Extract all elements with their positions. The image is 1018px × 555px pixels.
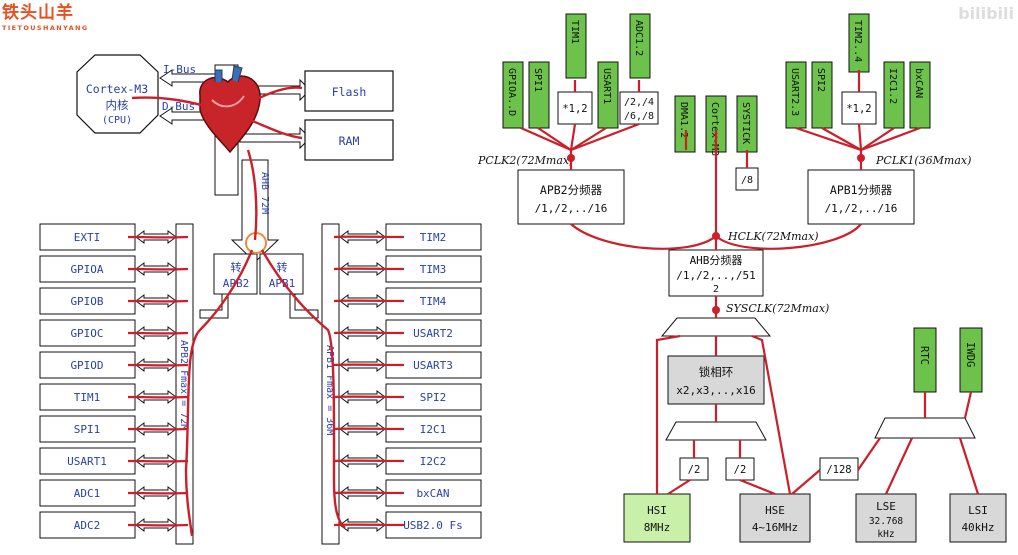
apb2-prescaler-2: /1,/2,../16 — [535, 202, 608, 215]
apb2-peripheral-label: GPIOC — [70, 327, 103, 340]
lse-label-3: kHz — [877, 529, 894, 540]
flash-label: Flash — [332, 85, 367, 99]
ahb-top-peripheral-label: SYSTICK — [740, 102, 751, 144]
apb1-top-peripheral-label: bxCAN — [913, 68, 924, 98]
apb2-peripheral-label: TIM1 — [74, 391, 101, 404]
ibus-label: I-Bus — [163, 63, 196, 76]
apb2-peripheral-list: EXTI GPIOA GPIOB GPIOC GPIOD TIM1SPI1USART1AD… — [40, 224, 176, 538]
div-128: /128 — [826, 464, 851, 476]
rtc-mux — [875, 418, 975, 438]
lsi-label-2: 40kHz — [961, 521, 994, 534]
lsi-label-1: LSI — [968, 504, 988, 517]
apb2-top-peripheral-label: ADC1.2 — [633, 20, 644, 56]
apb2-top-peripheral-label: USART1 — [601, 68, 612, 104]
apb2-prescaler-1: APB2分频器 — [540, 183, 603, 197]
apb2-top-peripheral-label: GPIOA..D — [506, 68, 517, 116]
apb2-mul: *1,2 — [562, 103, 587, 115]
apb1-peripheral-label: USART3 — [413, 359, 453, 372]
apb2-peripheral-label: USART1 — [67, 455, 107, 468]
apb2-peripheral-label: SPI1 — [74, 423, 101, 436]
lse-label-2: 32.768 — [869, 516, 904, 527]
cpu-label-3: (CPU) — [102, 115, 132, 126]
ahb-top-peripheral-label: DMA1.2 — [678, 102, 689, 138]
pll-label-2: x2,x3,..,x16 — [676, 384, 755, 397]
hsi-label-1: HSI — [647, 504, 667, 517]
logo-pinyin: TIETOUSHANYANG — [2, 24, 112, 32]
apb2-peripheral-label: GPIOA — [70, 263, 103, 276]
div-hse: /2 — [734, 464, 747, 476]
ahb-prescaler-2: /1,/2,..,/51 — [676, 269, 755, 282]
apb2-div-1: /2,/4 — [624, 97, 654, 108]
lsi-box — [950, 494, 1006, 542]
apb2-peripheral-label: ADC2 — [74, 519, 101, 532]
apb2-prescaler-box — [518, 170, 624, 224]
rtc-label: RTC — [918, 346, 930, 365]
apb1-top-peripheral-label: I2C1.2 — [887, 68, 898, 104]
ahb-label: AHB 72M — [259, 172, 270, 214]
hse-label-1: HSE — [765, 504, 785, 517]
apb2-div-2: /6,/8 — [624, 111, 654, 122]
apb1-mul: *1,2 — [846, 103, 871, 115]
hsi-label-2: 8MHz — [644, 521, 671, 534]
logo-name: 铁头山羊 — [2, 2, 112, 24]
cpu-label-2: 内核 — [106, 98, 129, 112]
iwdg-label: IWDG — [964, 342, 976, 367]
pll-label-1: 锁相环 — [699, 365, 734, 379]
pll-src-mux — [666, 422, 766, 440]
ram-label: RAM — [339, 134, 360, 148]
apb1-peripheral-label: TIM3 — [420, 263, 447, 276]
bridge-apb1-1: 转 — [277, 260, 288, 274]
sysclk-mux — [662, 318, 770, 336]
pclk1-label: PCLK1(36Mmax) — [875, 154, 971, 167]
lse-label-1: LSE — [876, 500, 896, 513]
apb1-peripheral-label: bxCAN — [416, 487, 449, 500]
systick-div: /8 — [741, 175, 753, 186]
apb1-prescaler-box — [808, 170, 914, 224]
hse-label-2: 4~16MHz — [752, 521, 798, 534]
apb1-peripheral-label: TIM2 — [420, 231, 447, 244]
apb1-prescaler-1: APB1分频器 — [830, 183, 893, 197]
bilibili-watermark: bilibili — [958, 4, 1014, 23]
ahb-prescaler-3: 2 — [713, 284, 719, 295]
apb2-top-peripheral-label: TIM1 — [569, 20, 580, 44]
brand-logo: 铁头山羊 TIETOUSHANYANG — [2, 2, 112, 42]
sysclk-label: SYSCLK(72Mmax) — [726, 302, 829, 315]
apb1-peripheral-label: I2C2 — [420, 455, 447, 468]
hse-box — [740, 494, 810, 542]
apb1-top-peripheral-label: SPI2 — [815, 68, 826, 92]
ahb-bus — [232, 160, 278, 262]
hclk-label: HCLK(72Mmax) — [727, 230, 819, 243]
div-hsi: /2 — [688, 464, 701, 476]
cpu-label-1: Cortex-M3 — [86, 82, 148, 96]
apb2-top-peripheral-label: SPI1 — [532, 68, 543, 92]
apb1-peripheral-label: USB2.0 Fs — [403, 519, 463, 532]
apb1-peripheral-label: I2C1 — [420, 423, 447, 436]
ahb-prescaler-1: AHB分频器 — [690, 253, 743, 267]
apb1-peripheral-label: SPI2 — [420, 391, 447, 404]
apb1-peripheral-label: TIM4 — [420, 295, 447, 308]
apb2-peripheral-label: EXTI — [74, 231, 101, 244]
apb2-peripheral-label: ADC1 — [74, 487, 101, 500]
pclk2-label: PCLK2(72Mmax) — [477, 154, 573, 167]
apb2-peripheral-label: GPIOD — [70, 359, 103, 372]
apb2-peripheral-label: GPIOB — [70, 295, 103, 308]
apb1-top-peripheral-label: TIM2..4 — [852, 20, 863, 62]
apb1-peripheral-label: USART2 — [413, 327, 453, 340]
apb1-prescaler-2: /1,/2,../16 — [825, 202, 898, 215]
bridge-apb2-1: 转 — [231, 260, 242, 274]
apb1-top-peripheral-label: USART2.3 — [789, 68, 800, 116]
ahb-top-peripheral-label: Cortex-M3 — [709, 102, 720, 156]
hsi-box — [624, 494, 690, 542]
